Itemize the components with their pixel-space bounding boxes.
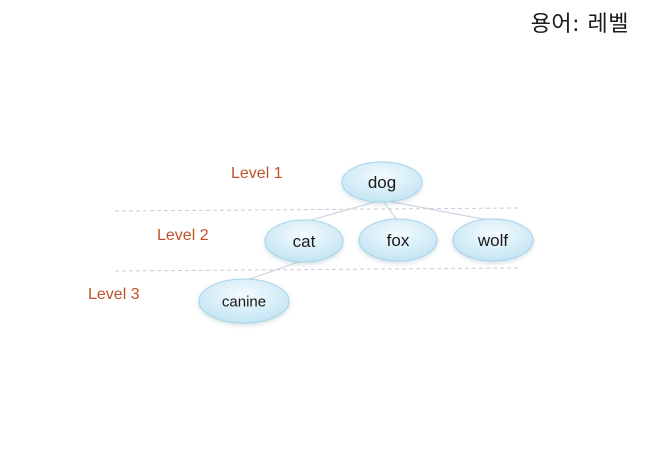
node-wolf-shape: [452, 218, 534, 262]
node-fox-label: fox: [387, 231, 410, 250]
edges-group: [243, 199, 494, 282]
node-cat-label: cat: [293, 232, 316, 251]
nodes-group: dog cat fox wolf canine: [198, 161, 534, 324]
node-fox-shape: [358, 218, 438, 262]
edge-dog-fox: [381, 199, 399, 222]
node-canine-label: canine: [222, 293, 266, 310]
node-dog: dog: [341, 161, 423, 203]
level-2-label: Level 2: [157, 227, 209, 244]
node-cat-shape: [264, 219, 344, 263]
level-3-label: Level 3: [88, 286, 140, 303]
node-wolf: wolf: [452, 218, 534, 262]
slide-title: 용어: 레벨: [530, 12, 629, 37]
level-divider-2: [114, 267, 519, 272]
node-dog-shape: [341, 161, 423, 203]
node-canine: canine: [198, 278, 290, 324]
level-divider-1: [114, 207, 519, 212]
node-dog-label: dog: [368, 173, 396, 192]
edge-dog-wolf: [381, 199, 494, 222]
node-fox: fox: [358, 218, 438, 262]
node-canine-shape: [198, 278, 290, 324]
edge-cat-canine: [243, 259, 305, 282]
edge-dog-cat: [303, 199, 383, 223]
level-1-label: Level 1: [231, 165, 283, 182]
node-wolf-label: wolf: [477, 231, 509, 250]
node-cat: cat: [264, 219, 344, 263]
